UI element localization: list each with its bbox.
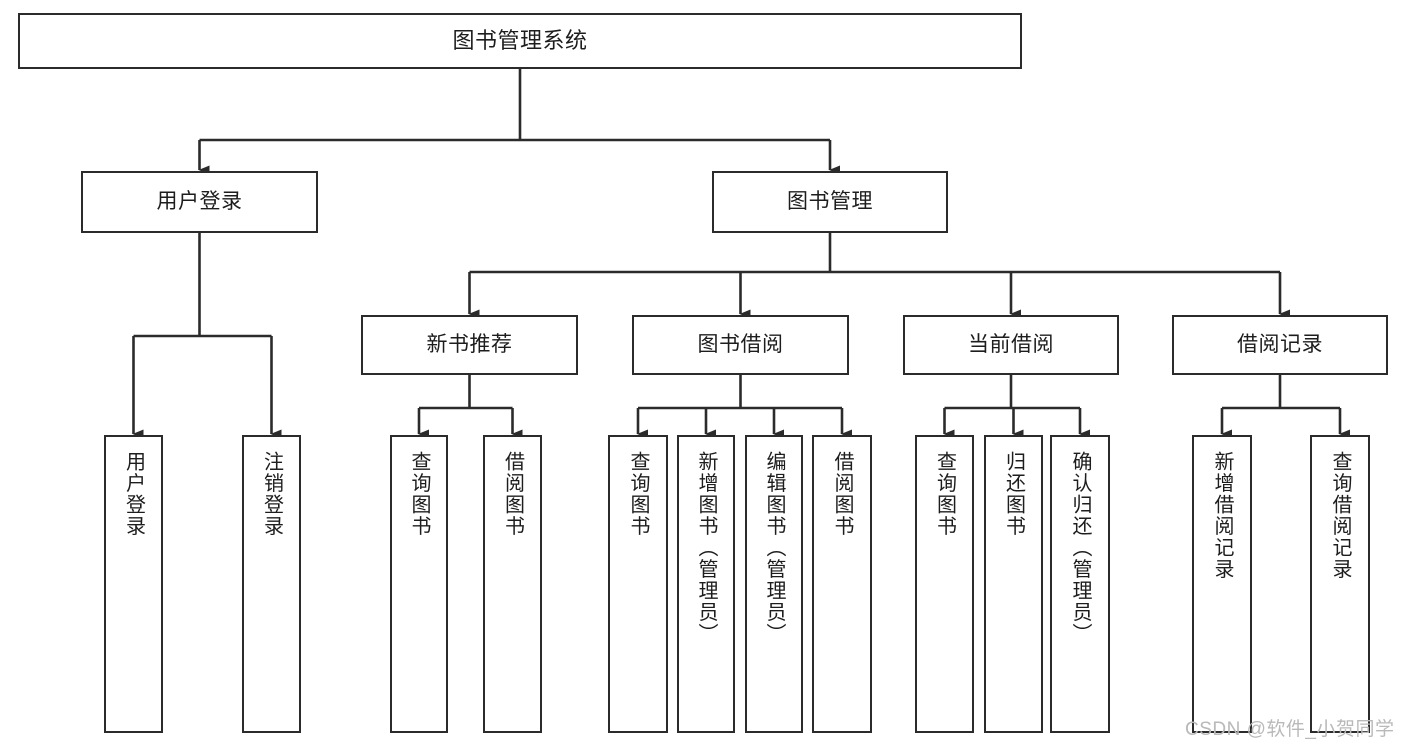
node-label: 新书推荐	[426, 332, 513, 356]
node-label: 编辑图书（管理员）	[763, 451, 785, 645]
node-l-query-book-2[interactable]: 查询图书	[608, 435, 668, 733]
node-label: 注销登录	[260, 451, 283, 537]
node-label: 图书管理	[787, 189, 873, 213]
node-l-edit-book[interactable]: 编辑图书（管理员）	[745, 435, 803, 733]
node-l-user-logout[interactable]: 注销登录	[242, 435, 301, 733]
node-l-query-book-3[interactable]: 查询图书	[915, 435, 974, 733]
node-label: 查询图书	[408, 451, 430, 537]
node-n-current-borrow[interactable]: 当前借阅	[903, 315, 1119, 375]
node-l-confirm-return[interactable]: 确认归还（管理员）	[1050, 435, 1110, 733]
node-n-book-manage[interactable]: 图书管理	[712, 171, 948, 233]
node-label: 归还图书	[1002, 451, 1025, 537]
node-label: 用户登录	[156, 189, 243, 213]
node-n-user-login[interactable]: 用户登录	[81, 171, 318, 233]
node-label: 借阅图书	[501, 451, 524, 537]
node-l-user-login[interactable]: 用户登录	[104, 435, 163, 733]
node-l-add-book[interactable]: 新增图书（管理员）	[677, 435, 735, 733]
node-l-borrow-book-2[interactable]: 借阅图书	[812, 435, 872, 733]
node-label: 图书管理系统	[452, 28, 588, 54]
node-l-borrow-book-1[interactable]: 借阅图书	[483, 435, 542, 733]
node-label: 当前借阅	[968, 332, 1054, 356]
node-label: 新增借阅记录	[1211, 451, 1233, 580]
node-label: 借阅记录	[1237, 332, 1323, 356]
node-root[interactable]: 图书管理系统	[18, 13, 1022, 69]
node-label: 确认归还（管理员）	[1069, 451, 1091, 645]
node-label: 查询图书	[627, 451, 649, 537]
node-n-borrow-record[interactable]: 借阅记录	[1172, 315, 1388, 375]
node-label: 用户登录	[122, 451, 145, 537]
edge-group	[132, 69, 1350, 439]
node-l-return-book[interactable]: 归还图书	[984, 435, 1043, 733]
node-label: 查询借阅记录	[1329, 451, 1351, 580]
node-label: 新增图书（管理员）	[695, 451, 717, 645]
node-label: 查询图书	[933, 451, 956, 537]
node-n-book-borrow[interactable]: 图书借阅	[632, 315, 849, 375]
node-label: 图书借阅	[697, 332, 784, 356]
node-l-query-record[interactable]: 查询借阅记录	[1310, 435, 1370, 733]
node-l-query-book-1[interactable]: 查询图书	[390, 435, 448, 733]
node-label: 借阅图书	[831, 451, 853, 537]
node-l-add-record[interactable]: 新增借阅记录	[1192, 435, 1252, 733]
node-n-new-book-rec[interactable]: 新书推荐	[361, 315, 578, 375]
